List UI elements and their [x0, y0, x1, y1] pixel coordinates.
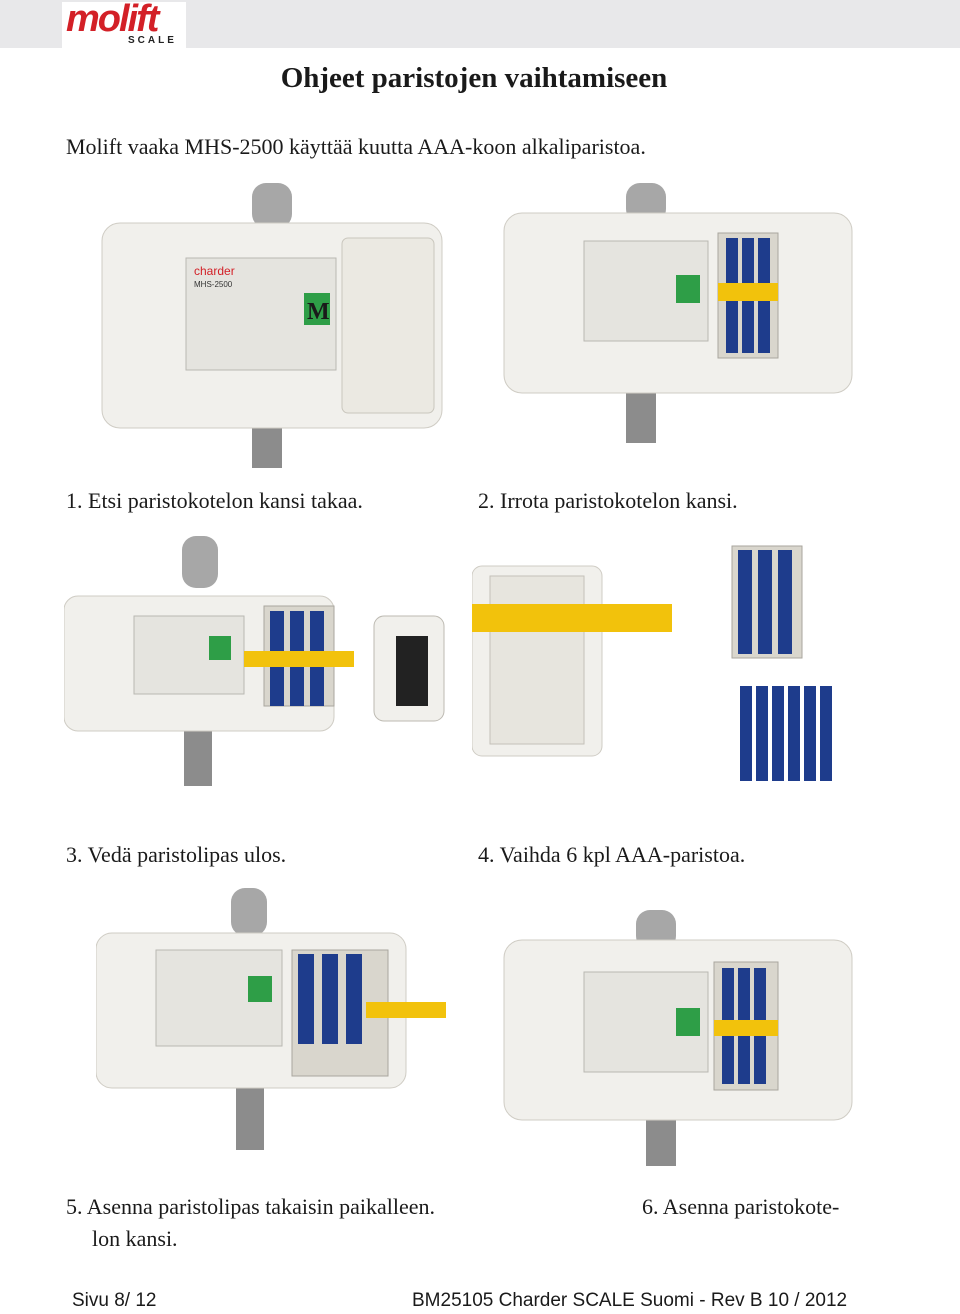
step-2-photo — [496, 183, 861, 443]
step-3-photo — [64, 536, 456, 802]
scale-reassembled-illustration — [503, 910, 853, 1166]
m-mark-1: M — [307, 299, 330, 325]
intro-text: Molift vaaka MHS-2500 käyttää kuutta AAA… — [66, 134, 646, 159]
step-5-caption: 5. Asenna paristolipas takaisin paikalle… — [66, 1194, 436, 1219]
logo-wordmark: molift — [66, 0, 159, 40]
label-model-1: MHS-2500 — [194, 280, 233, 289]
step-2-caption: 2. Irrota paristokotelon kansi. — [478, 488, 738, 513]
molift-logo: molift SCALE — [62, 0, 186, 48]
scale-cover-removed-illustration — [503, 183, 853, 443]
step-1-photo: M charder MHS-2500 — [92, 183, 458, 468]
step-3-caption: 3. Vedä paristolipas ulos. — [66, 842, 287, 867]
battery-replacement-illustration — [472, 545, 832, 781]
battery-holder-inserted-illustration — [96, 888, 446, 1150]
step-5-photo — [96, 888, 462, 1150]
step-4-photo — [472, 536, 862, 808]
page-title: Ohjeet paristojen vaihtamiseen — [280, 62, 668, 94]
scale-closed-illustration: M charder MHS-2500 — [101, 183, 443, 468]
logo-subtext: SCALE — [128, 35, 177, 46]
step-6-photo — [496, 910, 861, 1166]
label-brand-1: charder — [194, 264, 235, 278]
step-1-caption: 1. Etsi paristokotelon kansi takaa. — [66, 488, 363, 513]
step-6-caption-continuation: lon kansi. — [92, 1226, 178, 1251]
footer-document-id: BM25105 Charder SCALE Suomi - Rev B 10 /… — [412, 1290, 848, 1311]
footer-page-number: Sivu 8/ 12 — [72, 1290, 157, 1311]
step-4-caption: 4. Vaihda 6 kpl AAA-paristoa. — [478, 842, 746, 867]
step-6-caption: 6. Asenna paristokote- — [642, 1194, 840, 1219]
battery-holder-pulled-illustration — [64, 536, 445, 786]
